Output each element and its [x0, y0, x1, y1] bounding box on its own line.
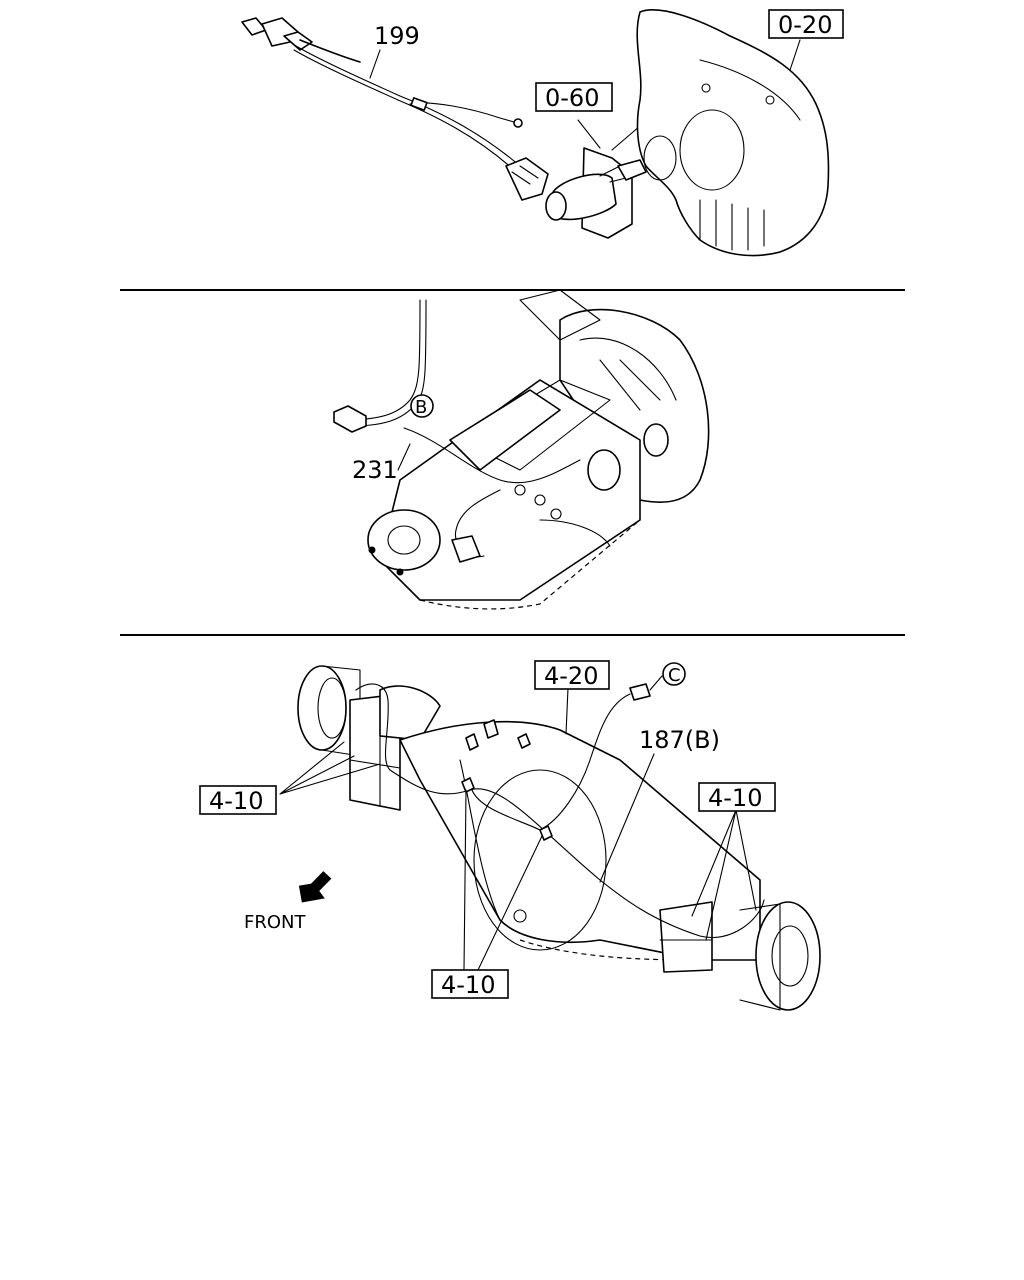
leader-4-20 [565, 687, 569, 735]
wiring-harness-187b [355, 675, 765, 939]
label-part-231: 231 [352, 456, 398, 484]
transmission-assembly [367, 289, 710, 610]
leader-4-10-left [279, 741, 381, 795]
rear-axle-assembly [297, 665, 821, 1011]
label-ref-0-20: 0-20 [778, 11, 832, 39]
ref-box-4-10-left [199, 785, 277, 815]
ref-box-4-10-bottom [431, 969, 509, 999]
label-part-199: 199 [374, 22, 420, 50]
clutch-booster-0-60 [545, 119, 647, 239]
ref-box-0-20 [768, 9, 844, 39]
label-ref-4-20: 4-20 [544, 662, 598, 690]
connector-c-circle [662, 662, 686, 686]
wiring-harness-231 [333, 299, 581, 563]
ref-box-0-60 [535, 82, 613, 112]
connector-b-circle [410, 394, 434, 418]
ref-box-4-10-right [698, 782, 776, 812]
label-ref-0-60: 0-60 [545, 84, 599, 112]
flywheel-housing-0-20 [636, 9, 830, 257]
front-arrow-icon [298, 871, 332, 903]
label-connector-b: B [415, 397, 427, 418]
label-front: FRONT [244, 912, 306, 933]
leader-4-10-bottom [463, 789, 543, 971]
ref-box-4-20 [534, 660, 610, 690]
label-ref-4-10-left: 4-10 [209, 787, 263, 815]
label-connector-c: C [668, 665, 681, 686]
label-ref-4-10-right: 4-10 [708, 784, 762, 812]
leader-4-10-right [691, 809, 757, 941]
label-part-187b: 187(B) [639, 726, 720, 754]
wiring-harness-199 [241, 17, 549, 201]
label-ref-4-10-bottom: 4-10 [441, 971, 495, 999]
